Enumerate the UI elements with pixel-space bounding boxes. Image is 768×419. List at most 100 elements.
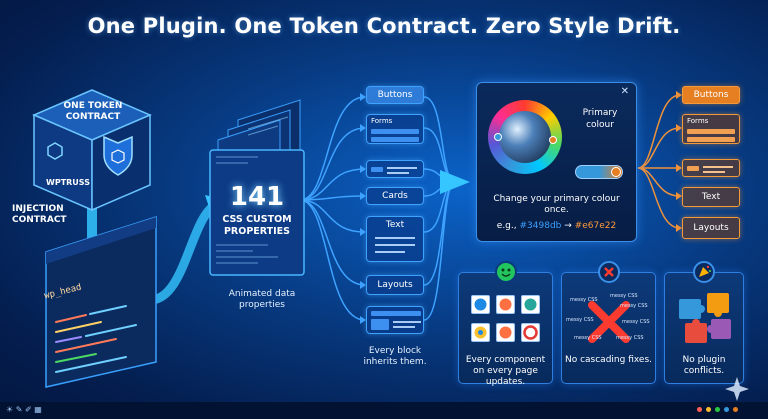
messy-css-tag: messy CSS [570, 297, 598, 303]
injection-contract-label: INJECTION CONTRACT [12, 204, 67, 225]
updated-row-block [687, 166, 699, 171]
colour-example: e.g., #3498db → #e67e22 [477, 221, 636, 231]
component-text: Text [366, 216, 424, 262]
colour-wheel-center [499, 111, 551, 163]
row-line-2 [387, 172, 409, 174]
from-colour-value: #3498db [519, 221, 562, 231]
blue-knob[interactable] [494, 133, 502, 141]
card-no-cascading-text: No cascading fixes. [564, 355, 652, 365]
forms-field-1 [371, 129, 419, 134]
sun-icon[interactable]: ☀ [6, 405, 14, 414]
pencil-icon[interactable]: ✎ [15, 405, 23, 414]
page-title: One Plugin. One Token Contract. Zero Sty… [87, 14, 681, 38]
component-forms: Forms [366, 114, 424, 144]
to-colour-value: #e67e22 [574, 221, 617, 231]
card-every-component: Every component on every page updates. [458, 261, 553, 387]
right-fan-lines [637, 94, 681, 229]
layout-header [371, 311, 421, 316]
token-contract-cube [32, 89, 152, 212]
layout-line-1 [393, 321, 421, 323]
component-cards: Cards [366, 187, 424, 205]
forms-field-2 [371, 137, 419, 142]
dock-dot-red [697, 407, 702, 412]
text-line-1 [375, 237, 415, 239]
fan-in-lines [423, 96, 456, 321]
updated-row-line-2 [703, 171, 725, 173]
updated-forms-label: Forms [687, 117, 709, 125]
updated-row-line-1 [703, 166, 733, 168]
text-line-2 [375, 244, 415, 246]
app-tile-chrome-icon [471, 323, 490, 342]
party-icon [693, 261, 715, 283]
forms-label: Forms [371, 117, 393, 125]
colour-panel: ✕ Primary colour Change your primary col… [476, 82, 637, 242]
messy-css-tag: messy CSS [616, 335, 644, 341]
bottom-toolbar-icons: ☀ ✎ ✐ ▦ [6, 405, 42, 414]
layout-line-2 [393, 326, 415, 328]
brush-icon[interactable]: ✐ [24, 405, 32, 414]
stack-arrow-shaft [149, 201, 218, 305]
updated-forms-field-2 [687, 137, 735, 142]
text-label: Text [385, 220, 405, 230]
smiley-icon [495, 261, 517, 283]
updated-layouts: Layouts [682, 217, 740, 239]
dock-dot-blue [724, 407, 729, 412]
css-properties-label: CSS CUSTOM PROPERTIES [222, 214, 292, 237]
messy-css-tag: messy CSS [566, 317, 594, 323]
app-tile-safari-icon [471, 295, 490, 314]
example-prefix: e.g., [496, 221, 517, 231]
code-editor-window [45, 215, 157, 388]
animated-properties-caption: Animated data properties [228, 289, 296, 310]
change-instruction: Change your primary colour once. [493, 194, 620, 215]
token-stack-layers [209, 99, 305, 276]
cube-brand: WPTRUSS [46, 178, 90, 187]
app-tile-firefox-icon [496, 295, 515, 314]
dock-dot-yellow [706, 407, 711, 412]
updated-row [682, 159, 740, 177]
dock-dot-orange [733, 407, 738, 412]
component-layout-preview [366, 306, 424, 334]
app-tile-opera-icon [521, 323, 540, 342]
updated-buttons: Buttons [682, 86, 740, 104]
primary-colour-heading: Primary colour [582, 108, 618, 130]
colour-toggle[interactable] [575, 165, 623, 179]
layout-sidebar [371, 319, 389, 330]
card-every-component-text: Every component on every page updates. [465, 355, 546, 387]
card-no-cascading: messy CSS messy CSS messy CSS messy CSS … [561, 261, 656, 384]
component-buttons: Buttons [366, 86, 424, 104]
messy-css-tag: messy CSS [610, 293, 638, 299]
updated-text: Text [682, 187, 740, 207]
x-icon [598, 261, 620, 283]
dock-dot-green [715, 407, 720, 412]
sparkle-icon [725, 377, 749, 401]
cube-label: ONE TOKEN CONTRACT [63, 101, 123, 122]
app-tile-firefox-2-icon [496, 323, 515, 342]
component-row [366, 160, 424, 178]
arrow-icon: → [564, 221, 572, 231]
app-tile-edge-icon [521, 295, 540, 314]
card-no-conflicts: No plugin conflicts. [664, 261, 744, 384]
text-line-3 [375, 251, 405, 253]
panel-arrow-head [440, 170, 470, 194]
messy-css-tag: messy CSS [620, 303, 648, 309]
big-x-mark [588, 301, 630, 343]
puzzle-icon [679, 293, 731, 343]
property-count: 141 [229, 182, 285, 212]
messy-css-tag: messy CSS [574, 335, 602, 341]
right-fan-arrowheads [676, 91, 682, 232]
fan-out-arrowheads [360, 93, 366, 324]
grid-icon[interactable]: ▦ [34, 405, 42, 414]
toggle-knob [611, 167, 621, 177]
updated-forms: Forms [682, 114, 740, 144]
row-line-1 [387, 167, 417, 169]
close-icon[interactable]: ✕ [620, 86, 629, 97]
fan-out-lines [299, 96, 366, 321]
inherit-caption: Every block inherits them. [363, 346, 427, 367]
bottom-bar [0, 402, 768, 419]
colour-wheel[interactable] [488, 100, 562, 174]
updated-forms-field-1 [687, 129, 735, 134]
row-block [371, 167, 383, 172]
messy-css-tag: messy CSS [622, 319, 650, 325]
orange-knob[interactable] [549, 136, 557, 144]
